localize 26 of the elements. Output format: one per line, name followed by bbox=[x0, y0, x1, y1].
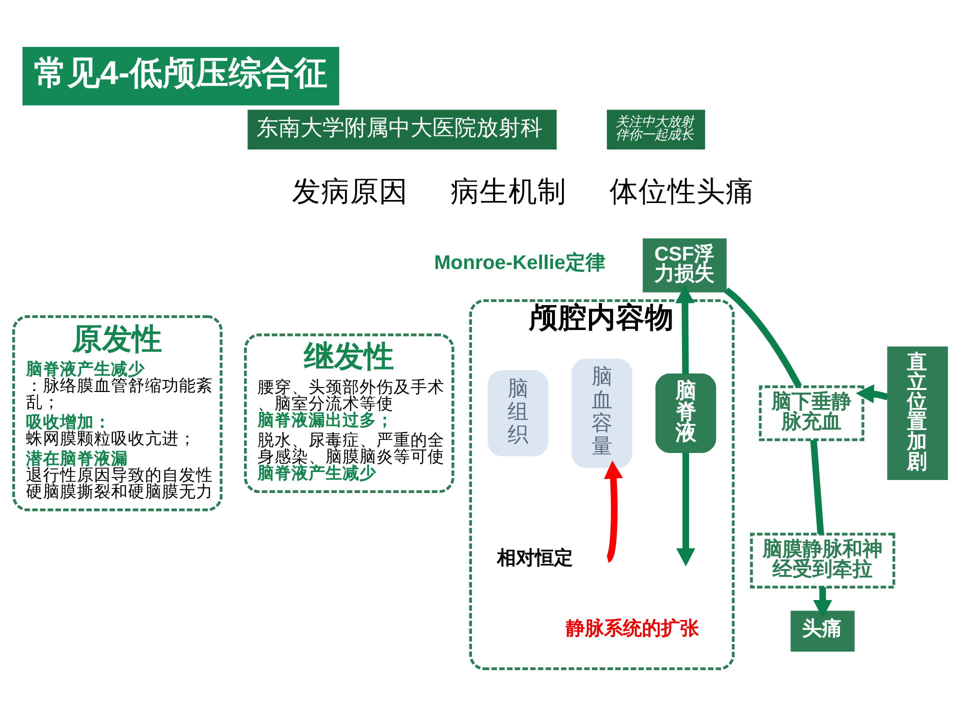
label: Monroe-Kellie定律 bbox=[434, 252, 605, 274]
label: 东南大学附属中大医院放射科 bbox=[256, 115, 542, 140]
node-box: 继发性 腰穿、头颈部外伤及手术、脑室分流术等使脑脊液漏出过多； 脱水、尿毒症、严重的全身感染、脑膜脑炎等可使脑脊液产生减少 bbox=[244, 334, 454, 493]
label: 体位性头痛 bbox=[609, 176, 754, 208]
connector bbox=[810, 440, 824, 534]
label: 相对恒定 bbox=[496, 547, 573, 568]
node-box: 脑血容量 bbox=[571, 358, 632, 468]
node-box: 脑膜静脉和神经受到牵拉 bbox=[750, 532, 895, 588]
connector bbox=[724, 287, 802, 388]
label: 发病原因 bbox=[291, 176, 408, 208]
diagram-title: 常见4-低颅压综合征 bbox=[34, 54, 328, 92]
node-box: 脑脊液 bbox=[654, 374, 716, 453]
node-box: 原发性 脑脊液产生减少：脉络膜血管舒缩功能紊乱； 吸收增加：蛛网膜颗粒吸收亢进； 潜在脑脊液漏退行性原因导致的自发性硬脑膜撕裂和硬脑膜无力 bbox=[12, 315, 222, 512]
label: 静脉系统的扩张 bbox=[566, 618, 699, 639]
node-box: 脑组织 bbox=[487, 370, 548, 456]
arrow bbox=[855, 384, 888, 404]
label: 关注中大放射伴你一起成长 bbox=[615, 114, 694, 142]
node-box: 直立位置加剧 bbox=[886, 346, 948, 480]
arrow bbox=[603, 460, 622, 562]
arrow bbox=[676, 452, 695, 566]
label: 病生机制 bbox=[450, 176, 566, 208]
arrow bbox=[674, 285, 694, 374]
node-box: 头痛 bbox=[790, 610, 854, 652]
arrow bbox=[812, 587, 832, 618]
node-box: 脑下垂静脉充血 bbox=[758, 385, 864, 442]
node-box: CSF浮力损失 bbox=[642, 238, 726, 292]
